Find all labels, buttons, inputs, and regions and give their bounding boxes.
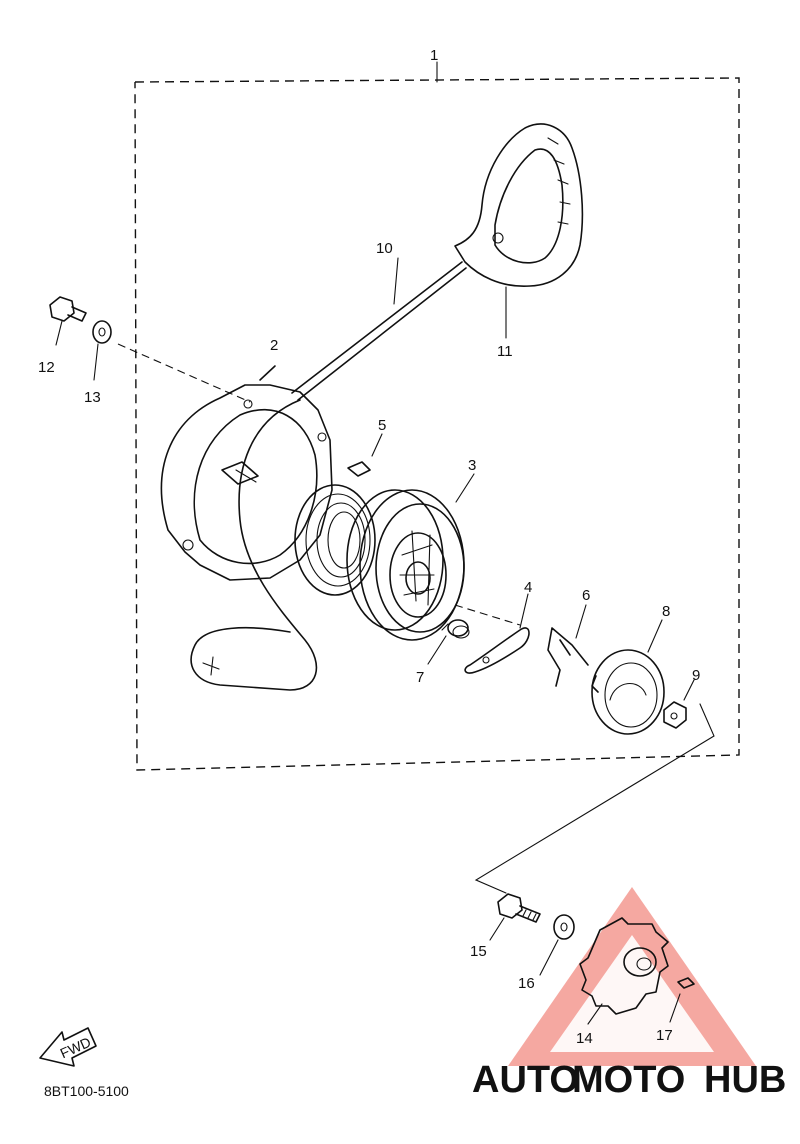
callout-15: 15 [470,943,487,960]
watermark-hub: HUB [704,1059,786,1101]
watermark-text: AUTO MOTO HUB [472,1059,786,1101]
callout-9: 9 [692,667,700,684]
part-11-starter-handle [454,123,584,339]
callout-16: 16 [518,975,535,992]
part-12-bolt [49,296,87,346]
part-13-washer [92,320,112,381]
callout-13: 13 [84,389,101,406]
callout-11: 11 [497,343,513,360]
part-14-starter-pulley [579,917,669,1025]
diagram-code: 8BT100-5100 [44,1083,129,1099]
part-16-washer [539,914,575,976]
part-8-friction-plate [591,619,665,735]
part-5-spiral-spring [294,433,383,596]
sub-assembly-link [474,703,715,894]
callout-3: 3 [468,457,476,474]
callout-2: 2 [270,337,278,354]
watermark-triangle-inner [550,935,714,1052]
callout-4: 4 [524,579,532,596]
part-2-starter-case [160,365,333,581]
callout-10: 10 [376,240,393,257]
part-7-spring [427,619,470,665]
callout-7: 7 [416,669,424,686]
callout-8: 8 [662,603,670,620]
callout-17: 17 [656,1027,673,1044]
part-10-starter-rope [190,257,467,691]
fwd-arrow-icon: FWD [39,1027,97,1067]
watermark-auto: AUTO [472,1059,579,1101]
callout-12: 12 [38,359,55,376]
part-17-key [669,977,695,1023]
part-15-bolt [489,893,541,941]
part-9-nut [663,679,695,729]
callout-6: 6 [582,587,590,604]
callout-1: 1 [430,47,438,64]
callout-14: 14 [576,1030,593,1047]
watermark-logo [508,887,756,1066]
watermark-moto: MOTO [572,1059,685,1101]
assembly-frame [134,77,740,771]
part-3-sheave-drum [346,473,475,641]
part-4-ratchet [464,593,530,674]
callout-5: 5 [378,417,386,434]
part-6-clip [547,604,589,687]
